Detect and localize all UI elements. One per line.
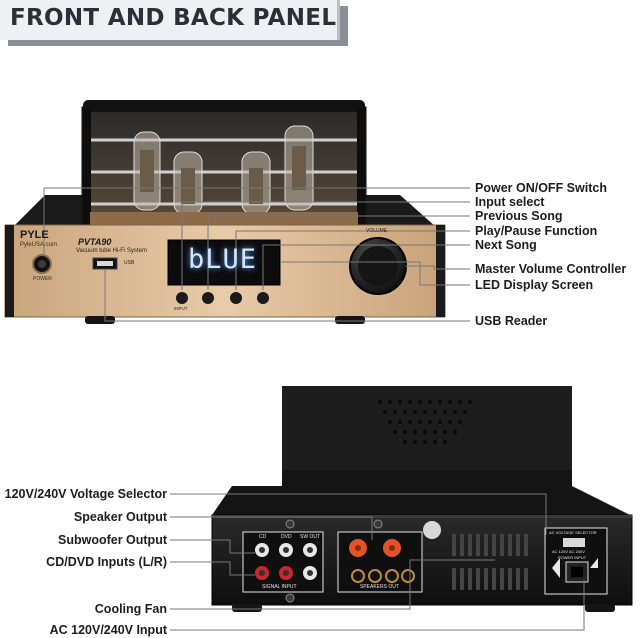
brand-site: PyleUSA.com xyxy=(20,242,58,248)
callout-voltage-selector: 120V/240V Voltage Selector xyxy=(4,487,167,501)
speakers-out-label: SPEAKERS OUT xyxy=(360,584,399,590)
callout-usb-reader: USB Reader xyxy=(475,314,548,328)
callout-play-pause: Play/Pause Function xyxy=(475,224,598,238)
fan-sticker xyxy=(423,521,441,539)
back-amplifier xyxy=(211,386,633,612)
callout-master-volume: Master Volume Controller xyxy=(475,262,627,276)
input-button[interactable] xyxy=(176,292,188,304)
rca-red-jacks[interactable] xyxy=(255,566,317,580)
display-text: bLUE xyxy=(188,244,258,275)
led-display xyxy=(167,239,281,286)
back-callout-lines xyxy=(170,493,585,631)
next-song-button[interactable] xyxy=(257,292,269,304)
brand-logo: PYLE xyxy=(20,229,49,241)
transformer-cover xyxy=(282,386,572,486)
banner-box: FRONT AND BACK PANEL xyxy=(0,0,340,40)
signal-input-block xyxy=(242,531,324,593)
callout-cd-dvd-inputs: CD/DVD Inputs (L/R) xyxy=(46,555,167,569)
callout-cooling-fan: Cooling Fan xyxy=(94,602,167,616)
callout-ac-input: AC 120V/240V Input xyxy=(49,623,167,637)
signal-input-label: SIGNAL INPUT xyxy=(262,584,297,590)
power-input-label: POWER INPUT xyxy=(558,555,587,560)
previous-song-button[interactable] xyxy=(202,292,214,304)
cooling-vents xyxy=(452,534,528,590)
callout-subwoofer-output: Subwoofer Output xyxy=(57,533,167,547)
vacuum-tube-2 xyxy=(173,151,203,215)
input-button-label: INPUT xyxy=(174,306,188,311)
vacuum-tube-3 xyxy=(241,151,271,215)
rca-white-jacks[interactable] xyxy=(255,543,317,557)
callout-led-display: LED Display Screen xyxy=(475,278,594,292)
callout-previous-song: Previous Song xyxy=(475,209,563,223)
model-name: PVTA90 xyxy=(78,237,112,247)
vacuum-tube-1 xyxy=(133,131,161,211)
section-banner: FRONT AND BACK PANEL xyxy=(0,0,352,50)
play-pause-button[interactable] xyxy=(230,292,242,304)
tube-cage xyxy=(81,100,367,228)
sw-out-label: SW OUT xyxy=(300,534,320,540)
cd-label: CD xyxy=(259,534,267,540)
dvd-label: DVD xyxy=(281,534,292,540)
usb-label: USB xyxy=(124,260,135,266)
callout-power-switch: Power ON/OFF Switch xyxy=(475,181,607,195)
banner-title: FRONT AND BACK PANEL xyxy=(10,5,337,31)
speaker-terminals[interactable] xyxy=(349,539,415,583)
callout-speaker-output: Speaker Output xyxy=(73,510,167,524)
vacuum-tube-4 xyxy=(284,125,314,211)
voltage-values: AC 120V AC 240V xyxy=(552,549,585,554)
callout-input-select: Input select xyxy=(475,195,545,209)
power-label: POWER xyxy=(33,276,52,282)
volume-label: VOLUME xyxy=(366,228,388,234)
speaker-output-block xyxy=(337,531,423,593)
callout-next-song: Next Song xyxy=(475,238,537,252)
voltage-selector-label: AC VOLTAGE SELECTOR xyxy=(549,530,597,535)
front-amplifier xyxy=(4,100,446,324)
model-subtitle: Vacuum tube Hi-Fi System xyxy=(76,248,147,254)
front-callout-lines xyxy=(43,187,470,322)
voltage-selector-switch[interactable] xyxy=(563,538,585,547)
